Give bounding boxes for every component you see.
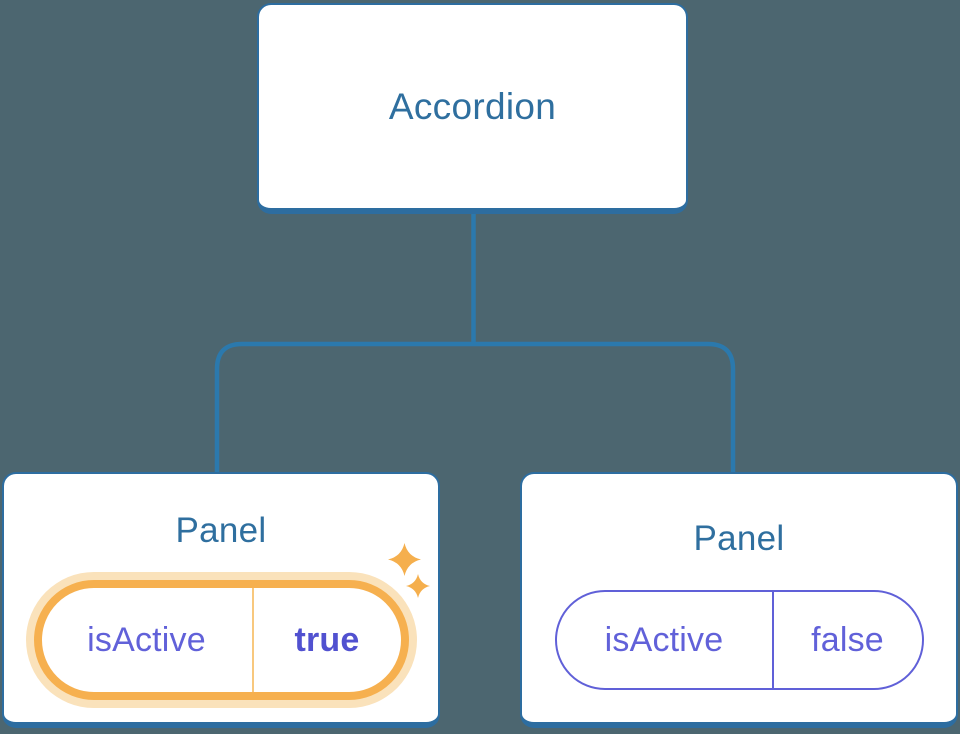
sparkle-icon-large bbox=[388, 543, 421, 576]
accordion-node-label: Accordion bbox=[388, 85, 557, 127]
connector-branch bbox=[214, 341, 736, 474]
state-value-label: true bbox=[294, 620, 360, 659]
pill-divider bbox=[251, 588, 254, 692]
state-pill-active: isActive true bbox=[33, 580, 409, 700]
panel-node-active: Panel isActive true bbox=[2, 472, 440, 728]
panel-node-label: Panel bbox=[175, 511, 267, 550]
panel-node-inactive: Panel isActive false bbox=[520, 472, 958, 728]
state-key-label: isActive bbox=[604, 620, 724, 659]
sparkle-icon-small bbox=[406, 574, 430, 598]
state-value-label: false bbox=[811, 620, 884, 659]
state-pill-inactive: isActive false bbox=[554, 590, 924, 690]
state-key-label: isActive bbox=[87, 620, 206, 659]
accordion-node: Accordion bbox=[257, 3, 688, 214]
state-pill-highlight-halo: isActive true bbox=[25, 572, 417, 708]
pill-divider bbox=[771, 592, 774, 688]
panel-node-label: Panel bbox=[693, 519, 785, 558]
